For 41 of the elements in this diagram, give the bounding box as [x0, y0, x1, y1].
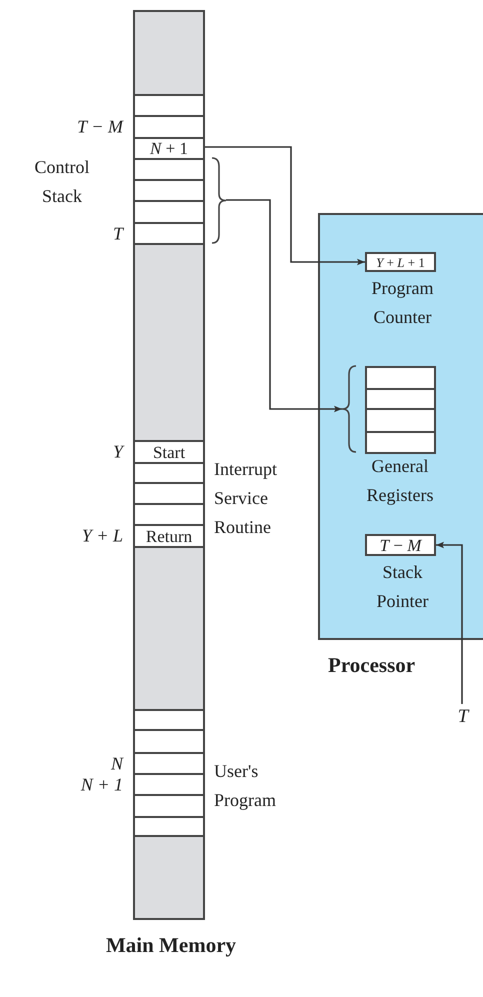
memory-cell — [133, 94, 205, 117]
section-label: User's Program — [214, 760, 277, 812]
cell-value: Start — [152, 444, 186, 460]
curly-brace — [212, 157, 227, 244]
memory-cell — [133, 158, 205, 181]
processor-heading: Processor — [328, 652, 416, 679]
cell-value: Return — [146, 528, 192, 544]
address-label: T − M — [77, 116, 123, 138]
memory-cell — [133, 200, 205, 224]
memory-cell — [133, 816, 205, 837]
memory-cell — [133, 709, 205, 731]
register-caption: Stack Pointer — [376, 561, 430, 613]
register-value: T − M — [380, 536, 422, 554]
memory-cell — [133, 137, 205, 160]
section-label: General Registers — [366, 455, 434, 507]
address-label: Y — [112, 442, 123, 462]
address-label: T — [458, 706, 468, 728]
memory-heading: Main Memory — [104, 932, 238, 959]
register-cell — [365, 388, 436, 410]
memory-cell — [133, 794, 205, 818]
register-cell — [365, 366, 436, 390]
curly-brace — [341, 365, 356, 453]
memory-cell — [133, 179, 205, 202]
arrow — [205, 146, 365, 266]
arrow — [436, 542, 463, 704]
memory-cell — [133, 482, 205, 505]
address-label: Y + L — [82, 526, 123, 546]
register-value: Y + L + 1 — [376, 256, 425, 268]
address-label: N — [110, 753, 123, 774]
memory-cell — [133, 462, 205, 484]
register-cell — [365, 408, 436, 433]
memory-cell — [133, 729, 205, 754]
memory-cell — [133, 503, 205, 526]
section-label: Interrupt Service Routine — [214, 458, 278, 539]
arrow — [226, 199, 342, 412]
register-caption: Program Counter — [370, 277, 434, 329]
address-label: N + 1 — [80, 774, 123, 795]
address-label: T — [112, 223, 123, 244]
register-cell — [365, 431, 436, 454]
cell-value: N + 1 — [150, 140, 188, 157]
section-label: Control Stack — [33, 156, 90, 208]
